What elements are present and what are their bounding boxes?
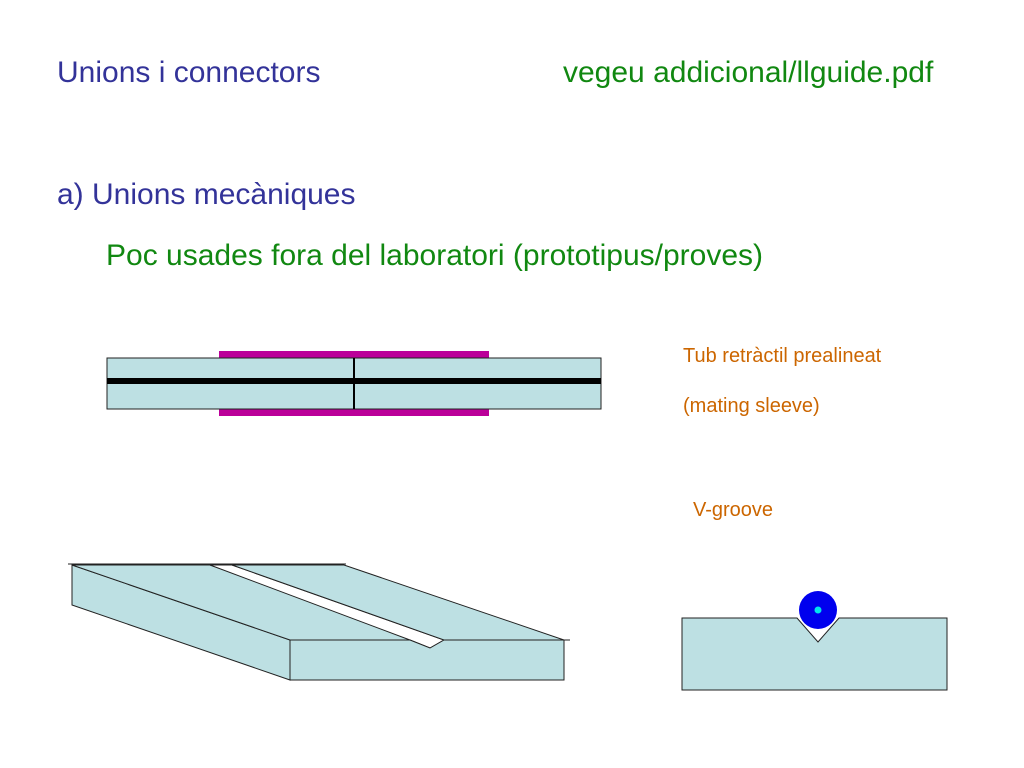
slide-title: Unions i connectors <box>57 56 321 89</box>
section-subtitle: Poc usades fora del laboratori (prototip… <box>106 239 764 272</box>
sleeve-bottom <box>219 409 489 416</box>
section-heading: a) Unions mecàniques <box>57 178 356 211</box>
vgroove-block-perspective <box>68 563 570 681</box>
vgroove-substrate <box>681 617 948 691</box>
sleeve-label-line2: (mating sleeve) <box>683 395 820 417</box>
mating-sleeve-diagram <box>106 351 602 416</box>
fiber-core-dot <box>814 606 822 614</box>
sleeve-label-line1: Tub retràctil prealineat <box>683 345 882 367</box>
block-front-face <box>289 639 565 681</box>
sleeve-top <box>219 351 489 358</box>
vgroove-label: V-groove <box>693 499 774 521</box>
reference-link: vegeu addicional/llguide.pdf <box>563 56 934 89</box>
vgroove-cross-section <box>681 591 948 691</box>
